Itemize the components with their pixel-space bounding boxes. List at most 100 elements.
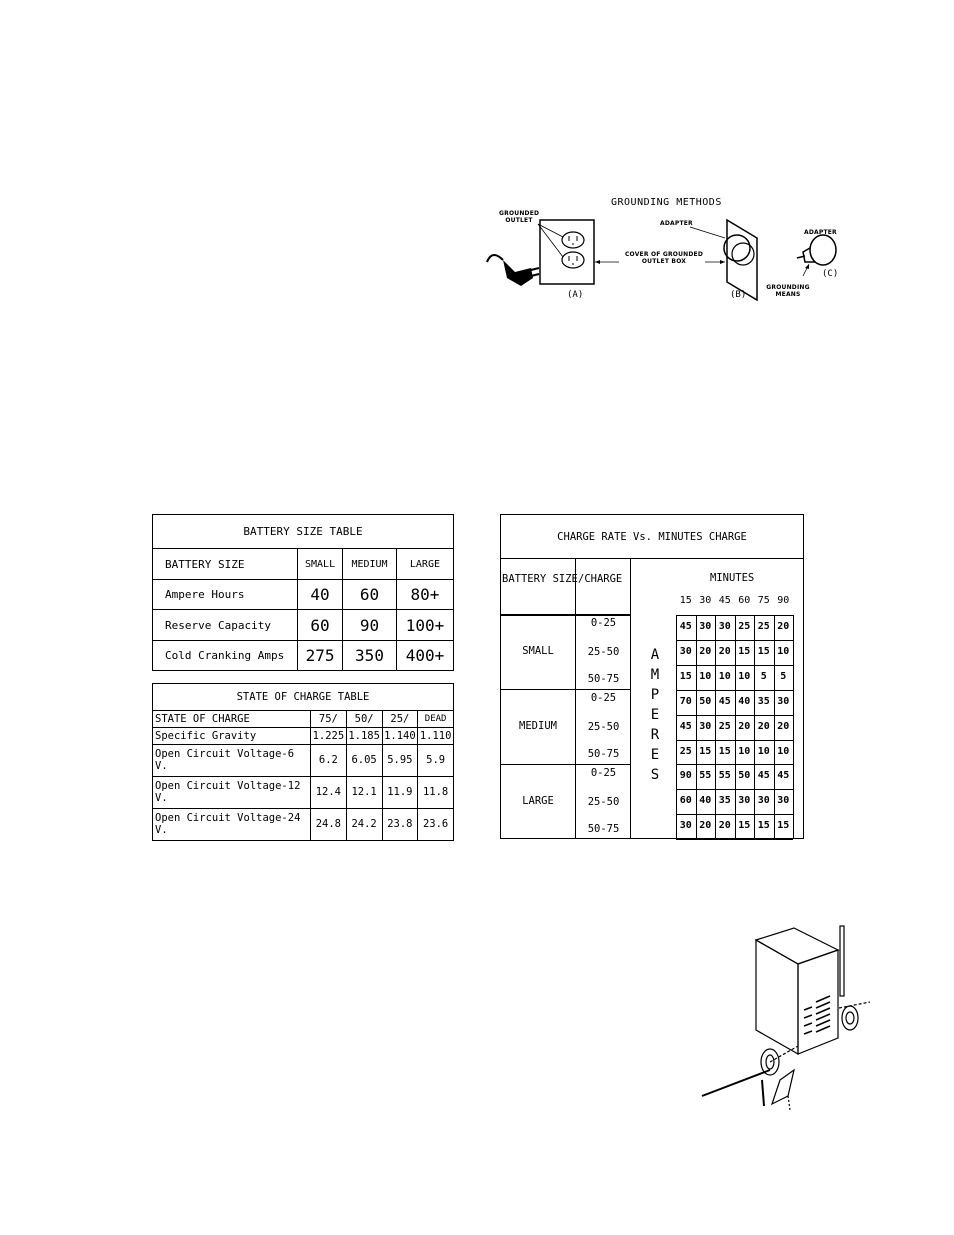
header-25: 25/ (381, 710, 419, 728)
cover-label: COVER OF GROUNDED OUTLET BOX (624, 251, 704, 265)
cell-value: 70 (679, 695, 692, 707)
cell-value: 80+ (395, 578, 453, 611)
battery-charger-illustration (701, 925, 871, 1111)
cell-value: 40 (296, 578, 344, 611)
cell-value: 60 (679, 795, 692, 807)
charge-rate-table: CHARGE RATE Vs. MINUTES CHARGE BATTERY S… (500, 514, 804, 841)
cell-value: 10 (777, 745, 790, 757)
divider (630, 558, 631, 839)
amperes-letter: S (650, 767, 660, 783)
cell-value: 25 (738, 621, 751, 632)
cell-value: 10 (777, 645, 790, 657)
header-battery-size: BATTERY SIZE (502, 573, 578, 585)
grid-line (676, 689, 793, 691)
table-row: Reserve Capacity 60 90 100+ (153, 609, 453, 641)
cell-value: 15 (757, 820, 770, 832)
cell-value: 90 (342, 609, 397, 641)
amperes-letter: P (650, 687, 660, 703)
cell-value: 45 (757, 770, 770, 782)
minutes-header: 75 (757, 595, 770, 606)
cell-value: 23.6 (417, 807, 453, 840)
cell-value: 23.8 (381, 807, 419, 840)
cell-value: 60 (296, 609, 344, 641)
charge-range-label: 0-25 (590, 692, 617, 704)
cell-value: 25 (679, 745, 692, 757)
grid-line (734, 615, 736, 840)
cell-value: 12.4 (310, 775, 347, 809)
grid-line (676, 714, 793, 716)
cell-value: 10 (757, 745, 770, 757)
cell-value: 45 (718, 695, 731, 707)
cell-value: 10 (738, 745, 751, 757)
minutes-header: 15 (679, 595, 692, 606)
grid-line (773, 615, 775, 840)
charge-range-label: 50-75 (587, 673, 620, 685)
grid-line (754, 615, 755, 840)
header-dead: DEAD (417, 710, 453, 728)
cell-value: 20 (777, 720, 790, 732)
label-a: (A) (567, 290, 584, 300)
charge-range-label: 50-75 (587, 748, 620, 760)
header-charge: /CHARGE (578, 573, 623, 585)
label-c: (C) (822, 269, 839, 279)
cell-value: 20 (757, 720, 770, 732)
cell-value: 5.9 (417, 743, 453, 777)
state-of-charge-title: STATE OF CHARGE TABLE (153, 684, 453, 711)
battery-size-label: LARGE (522, 795, 554, 807)
row-label: Open Circuit Voltage-6 V. (153, 743, 311, 777)
battery-size-table-title: BATTERY SIZE TABLE (153, 515, 453, 549)
label-b: (B) (730, 290, 747, 300)
header-small: SMALL (296, 548, 344, 580)
grid-line (676, 615, 793, 616)
header-medium: MEDIUM (342, 548, 397, 580)
row-label: Ampere Hours (153, 578, 298, 611)
cell-value: 20 (777, 621, 790, 632)
battery-size-label: SMALL (522, 645, 554, 657)
amperes-letter: R (650, 727, 660, 743)
cell-value: 275 (296, 639, 344, 670)
cell-value: 10 (738, 670, 751, 682)
cell-value: 45 (679, 621, 692, 632)
cell-value: 20 (718, 820, 731, 832)
row-label: Cold Cranking Amps (153, 639, 298, 670)
cell-value: 350 (342, 639, 397, 670)
cell-value: 30 (699, 621, 712, 632)
row-label: Specific Gravity (153, 726, 311, 745)
battery-size-label: MEDIUM (519, 720, 557, 732)
table-row: Ampere Hours 40 60 80+ (153, 578, 453, 611)
header-75: 75/ (310, 710, 347, 728)
cell-value: 55 (718, 770, 731, 782)
grid-line (695, 615, 697, 840)
adapter-on-cover-icon (689, 218, 758, 302)
row-label: Reserve Capacity (153, 609, 298, 641)
cell-value: 30 (718, 621, 731, 632)
table-row: Open Circuit Voltage-6 V. 6.2 6.05 5.95 … (153, 743, 453, 777)
header-50: 50/ (345, 710, 383, 728)
soc-header-row: STATE OF CHARGE 75/ 50/ 25/ DEAD (153, 710, 453, 728)
cell-value: 1.185 (345, 726, 383, 745)
cell-value: 6.05 (345, 743, 383, 777)
grid-line (676, 739, 793, 741)
charge-range-label: 0-25 (590, 767, 617, 779)
adapter-b-label: ADAPTER (660, 220, 693, 227)
cell-value: 55 (699, 770, 712, 782)
divider (501, 689, 631, 690)
adapter-c-label: ADAPTER (804, 229, 837, 236)
cell-value: 50 (699, 695, 712, 707)
grid-line (676, 615, 677, 840)
cell-value: 15 (757, 645, 770, 657)
battery-size-header-row: BATTERY SIZE SMALL MEDIUM LARGE (153, 548, 453, 580)
minutes-header: 90 (777, 595, 790, 606)
grid-line (793, 615, 794, 840)
cell-value: 90 (679, 770, 692, 782)
cell-value: 12.1 (345, 775, 383, 809)
cell-value: 35 (718, 795, 731, 807)
divider (501, 614, 631, 616)
amperes-letter: M (650, 667, 660, 683)
charge-range-label: 0-25 (590, 617, 617, 629)
header-battery-size: BATTERY SIZE (153, 548, 298, 580)
cell-value: 15 (738, 820, 751, 832)
cell-value: 24.8 (310, 807, 347, 840)
charge-range-label: 25-50 (587, 646, 620, 658)
amperes-letter: E (650, 747, 660, 763)
